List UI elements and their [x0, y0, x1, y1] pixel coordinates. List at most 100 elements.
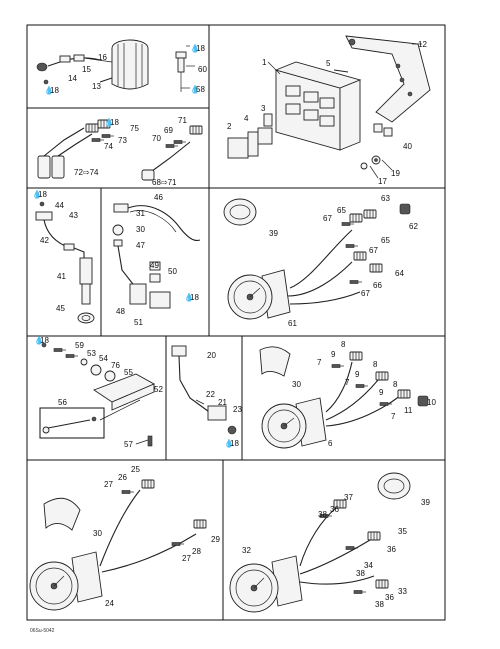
callout-label: 39: [421, 498, 430, 507]
panel-borders: [26, 24, 446, 621]
callout-label: 7: [317, 358, 322, 367]
switch-illustration: [175, 45, 195, 92]
callout-label: 8: [393, 380, 398, 389]
drop-icon: 💧: [190, 84, 200, 94]
callout-label: 14: [68, 74, 77, 83]
callout-label: 56: [58, 398, 67, 407]
callout-label: 69: [164, 126, 173, 135]
gauge-32-illustration: [229, 472, 411, 613]
callout-label: 38: [375, 600, 384, 609]
figure-code: 06Su-5042: [30, 628, 55, 634]
callout-label: 16: [98, 53, 107, 62]
gauge-6-illustration: [259, 346, 429, 449]
callout-label: 12: [418, 40, 427, 49]
harness-52-illustration: [39, 342, 156, 447]
callout-label: 67: [369, 246, 378, 255]
callout-label: 1: [262, 58, 267, 67]
callout-label: 36: [385, 593, 394, 602]
callout-label: 66: [373, 281, 382, 290]
callout-label: 19: [391, 169, 400, 178]
callout-label: 68⇨71: [152, 178, 177, 187]
callout-label: 8: [341, 340, 346, 349]
callout-label: 57: [124, 440, 133, 449]
callout-label: 31: [136, 209, 145, 218]
callout-label: 38: [356, 569, 365, 578]
callout-label: 23: [233, 405, 242, 414]
callout-label: 27: [104, 480, 113, 489]
callout-label: 11: [404, 406, 413, 415]
callout-label: 67: [361, 289, 370, 298]
callout-label: 22: [206, 390, 215, 399]
callout-label: 60: [198, 65, 207, 74]
callout-label: 5: [326, 59, 331, 68]
callout-label: 18: [196, 44, 205, 53]
callout-label: 62: [409, 222, 418, 231]
callout-label: 38: [318, 510, 327, 519]
sensor-20-illustration: [171, 345, 237, 435]
callout-label: 36: [387, 545, 396, 554]
drop-icon: 💧: [224, 438, 234, 448]
callout-label: 18: [110, 118, 119, 127]
callout-label: 72⇨74: [74, 168, 99, 177]
callout-label: 21: [218, 398, 227, 407]
callout-label: 9: [331, 350, 336, 359]
callout-label: 9: [355, 370, 360, 379]
callout-label: 13: [92, 82, 101, 91]
callout-label: 18: [38, 190, 47, 199]
harness-illustration: [37, 119, 203, 181]
callout-label: 41: [57, 272, 66, 281]
callout-label: 65: [381, 236, 390, 245]
callout-label: 51: [134, 318, 143, 327]
callout-label: 43: [69, 211, 78, 220]
callout-label: 35: [398, 527, 407, 536]
speed-sensor-illustration: [112, 203, 201, 309]
electrical-box-illustration: [227, 35, 431, 179]
callout-label: 6: [328, 439, 333, 448]
callout-label: 26: [118, 473, 127, 482]
callout-label: 3: [261, 104, 266, 113]
callout-label: 10: [427, 398, 436, 407]
callout-label: 73: [118, 136, 127, 145]
callout-label: 18: [50, 86, 59, 95]
callout-label: 42: [40, 236, 49, 245]
callout-label: 18: [190, 293, 199, 302]
callout-label: 59: [75, 341, 84, 350]
callout-label: 8: [373, 360, 378, 369]
callout-label: 70: [152, 134, 161, 143]
callout-label: 17: [378, 177, 387, 186]
callout-label: 55: [124, 368, 133, 377]
callout-label: 75: [130, 124, 139, 133]
callout-label: 45: [56, 304, 65, 313]
callout-label: 49: [150, 261, 159, 270]
callout-label: 29: [211, 535, 220, 544]
callout-label: 47: [136, 241, 145, 250]
callout-label: 20: [207, 351, 216, 360]
callout-label: 48: [116, 307, 125, 316]
callout-label: 25: [131, 465, 140, 474]
callout-label: 15: [82, 65, 91, 74]
callout-label: 34: [364, 561, 373, 570]
callout-label: 7: [391, 412, 396, 421]
callout-label: 65: [337, 206, 346, 215]
callout-label: 32: [242, 546, 251, 555]
callout-label: 30: [136, 225, 145, 234]
callout-label: 44: [55, 201, 64, 210]
drop-icon: 💧: [34, 335, 44, 345]
drop-icon: 💧: [104, 117, 114, 127]
callout-label: 33: [398, 587, 407, 596]
callout-label: 71: [178, 116, 187, 125]
gauge-61-illustration: [223, 198, 411, 320]
callout-label: 30: [93, 529, 102, 538]
callout-label: 7: [345, 378, 350, 387]
callout-label: 63: [381, 194, 390, 203]
callout-label: 27: [182, 554, 191, 563]
callout-label: 76: [111, 361, 120, 370]
drop-icon: 💧: [44, 85, 54, 95]
drop-icon: 💧: [32, 189, 42, 199]
callout-label: 28: [192, 547, 201, 556]
callout-label: 58: [196, 85, 205, 94]
sensor-illustration: [35, 201, 95, 324]
callout-label: 74: [104, 142, 113, 151]
